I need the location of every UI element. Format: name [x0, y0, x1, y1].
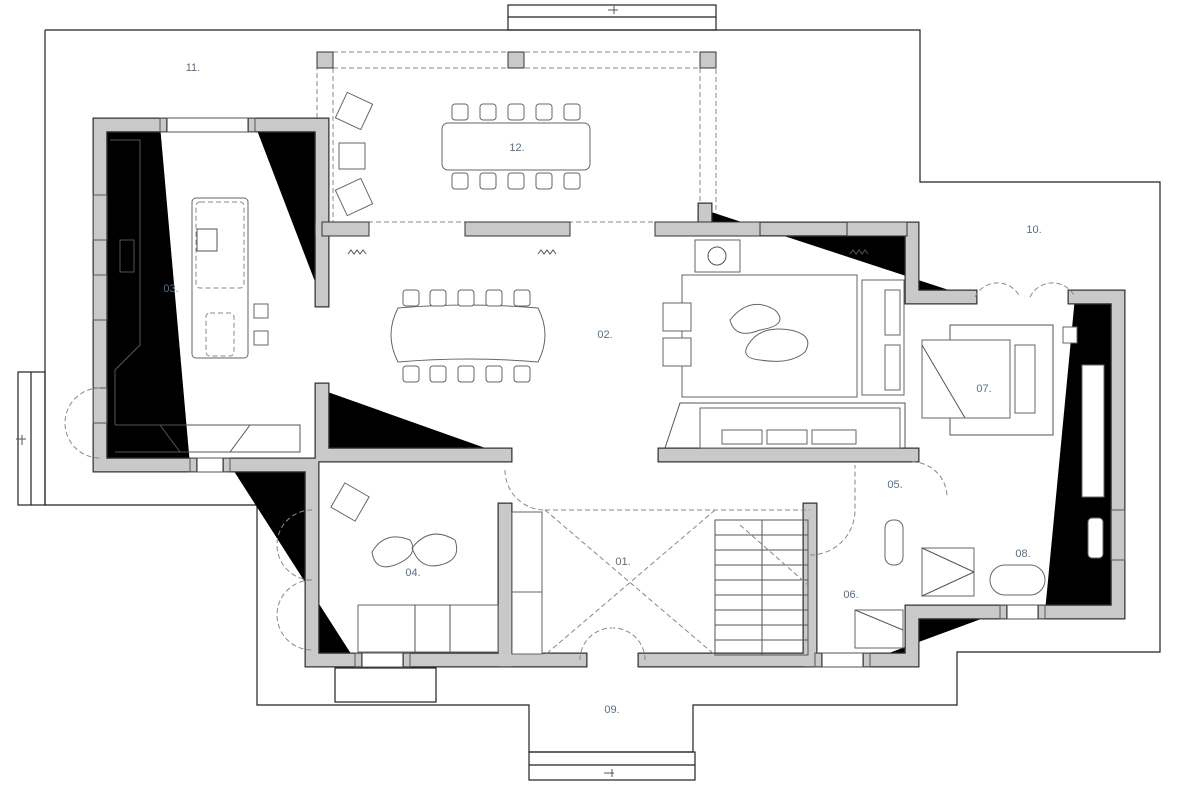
wardrobe: [1081, 364, 1105, 498]
room-label-06: 06.: [843, 589, 858, 601]
room-labels: 01. 02. 03. 04. 05. 06. 07. 08. 09. 10. …: [163, 62, 1041, 716]
lounge-sofa: [357, 604, 499, 653]
room-label-04: 04.: [405, 567, 420, 579]
room-label-05: 05.: [887, 479, 902, 491]
section-marker-icon: [16, 6, 618, 777]
outdoor-table: [441, 122, 591, 171]
room-label-12: 12.: [509, 142, 524, 154]
pillar: [699, 51, 717, 69]
dining-table: [390, 304, 546, 363]
lounge-furniture: [330, 482, 499, 653]
fireplace: [694, 239, 741, 273]
terrace-outline: [16, 4, 1161, 781]
bottom-step: [528, 751, 696, 781]
staircase: [714, 519, 809, 656]
bed: [921, 339, 1011, 419]
room-label-08: 08.: [1015, 548, 1030, 560]
room-label-07: 07.: [976, 383, 991, 395]
room-label-01: 01.: [615, 556, 630, 568]
entry-step: [334, 667, 437, 703]
outdoor-dining-set: [334, 91, 591, 217]
shower: [921, 547, 975, 597]
hall-stairs: [511, 509, 904, 656]
kitchen-island: [191, 197, 249, 359]
bedroom-furniture: [921, 324, 1105, 597]
room-label-02: 02.: [597, 329, 612, 341]
room-label-03: 03.: [163, 283, 178, 295]
room-label-09: 09.: [604, 704, 619, 716]
pillar: [507, 51, 525, 69]
kitchen-furniture: [110, 139, 301, 453]
living-dining-furniture: [347, 239, 906, 449]
pillar: [316, 51, 334, 69]
windows: [92, 117, 1126, 668]
door-swings: [64, 282, 1076, 661]
room-label-11: 11.: [186, 62, 200, 74]
bathtub: [989, 564, 1046, 596]
room-label-10: 10.: [1026, 224, 1041, 236]
coffee-table: [729, 303, 809, 362]
